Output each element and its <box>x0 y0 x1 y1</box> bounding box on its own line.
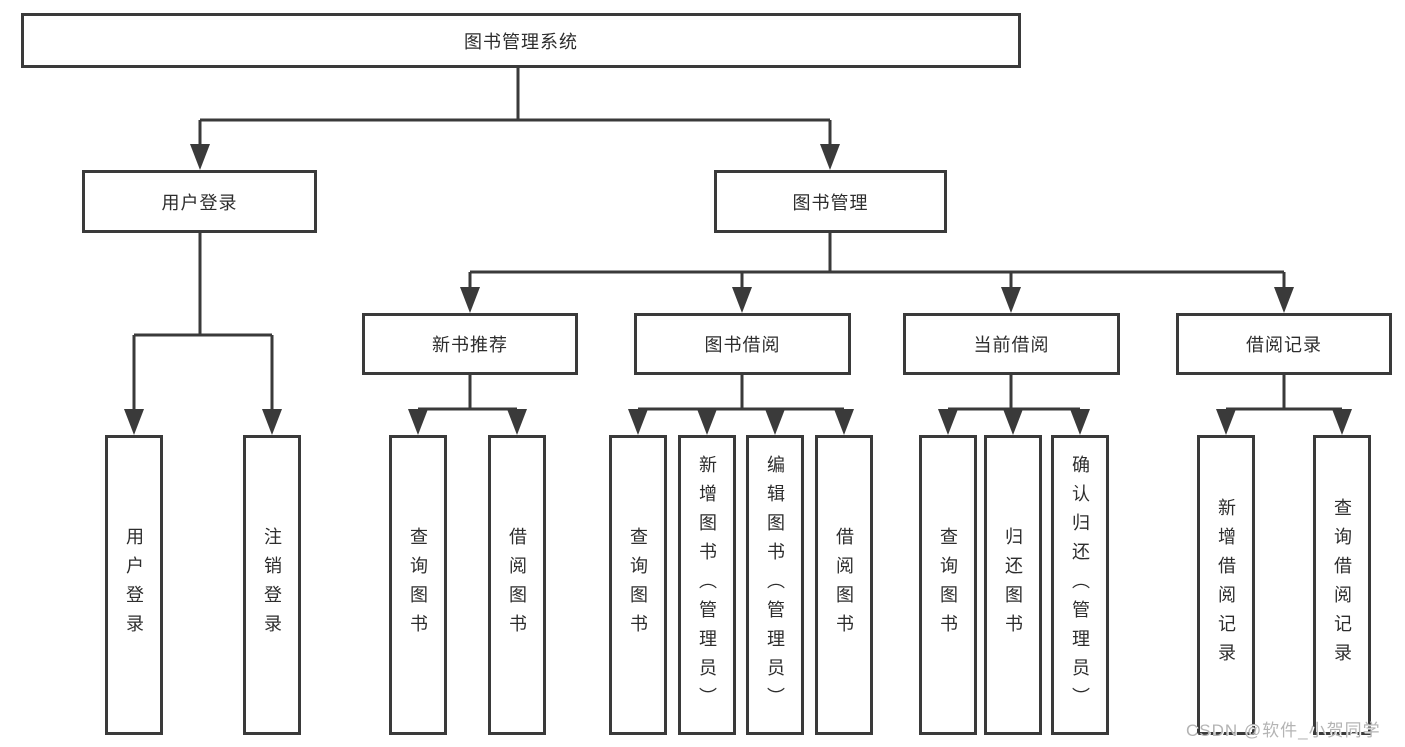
leaf-logout: 注销登录 <box>243 435 301 735</box>
node-library-management-system: 图书管理系统 <box>21 13 1021 68</box>
node-label: 查询图书 <box>628 527 648 643</box>
leaf-add-borrow-record: 新增借阅记录 <box>1197 435 1255 735</box>
node-label: 注销登录 <box>262 527 282 643</box>
node-label: 查询图书 <box>938 527 958 643</box>
leaf-query-borrow-record: 查询借阅记录 <box>1313 435 1371 735</box>
node-user-login: 用户登录 <box>82 170 317 233</box>
node-borrowing-records: 借阅记录 <box>1176 313 1392 375</box>
node-label: 用户登录 <box>161 192 238 213</box>
node-label: 当前借阅 <box>973 335 1050 355</box>
leaf-add-books-admin: 新增图书（管理员） <box>678 435 736 735</box>
node-label: 用户登录 <box>124 527 144 643</box>
leaf-query-books-3: 查询图书 <box>919 435 977 735</box>
node-label: 确认归还（管理员） <box>1070 454 1090 716</box>
node-label: 查询图书 <box>408 527 428 643</box>
leaf-query-books-2: 查询图书 <box>609 435 667 735</box>
node-label: 图书管理 <box>792 192 869 213</box>
leaf-user-login: 用户登录 <box>105 435 163 735</box>
leaf-borrow-books-1: 借阅图书 <box>488 435 546 735</box>
node-label: 图书借阅 <box>704 335 781 355</box>
node-label: 新增借阅记录 <box>1216 498 1236 672</box>
node-book-management: 图书管理 <box>714 170 947 233</box>
node-current-borrowing: 当前借阅 <box>903 313 1120 375</box>
node-label: 查询借阅记录 <box>1332 498 1352 672</box>
leaf-edit-books-admin: 编辑图书（管理员） <box>746 435 804 735</box>
node-label: 新书推荐 <box>432 335 508 355</box>
leaf-query-books-1: 查询图书 <box>389 435 447 735</box>
leaf-return-books: 归还图书 <box>984 435 1042 735</box>
node-new-book-recommendation: 新书推荐 <box>362 313 578 375</box>
node-label: 编辑图书（管理员） <box>765 454 785 716</box>
node-label: 借阅图书 <box>507 527 527 643</box>
node-label: 图书管理系统 <box>464 31 578 52</box>
leaf-confirm-return-admin: 确认归还（管理员） <box>1051 435 1109 735</box>
node-label: 归还图书 <box>1003 527 1023 643</box>
watermark: CSDN @软件_小贺同学 <box>1186 721 1381 740</box>
node-book-borrowing: 图书借阅 <box>634 313 851 375</box>
leaf-borrow-books-2: 借阅图书 <box>815 435 873 735</box>
node-label: 新增图书（管理员） <box>697 454 717 716</box>
node-label: 借阅记录 <box>1246 335 1322 355</box>
node-label: 借阅图书 <box>834 527 854 643</box>
